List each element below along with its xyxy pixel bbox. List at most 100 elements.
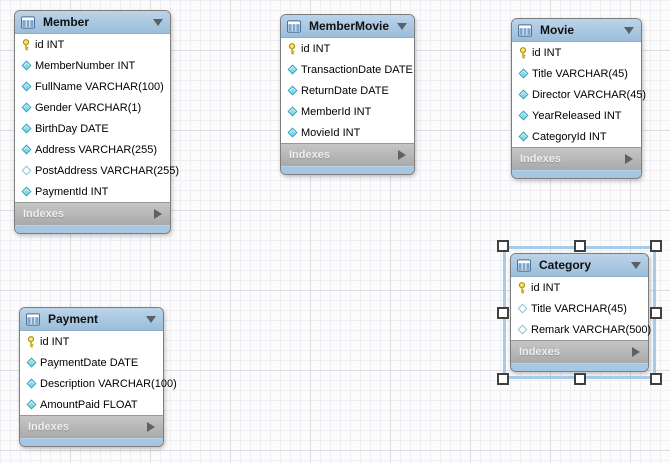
filled-diamond-icon bbox=[19, 60, 33, 71]
column-label: id INT bbox=[532, 46, 562, 59]
table-header[interactable]: Category bbox=[511, 254, 648, 277]
column-row[interactable]: YearReleased INT bbox=[512, 105, 641, 126]
column-row[interactable]: MemberNumber INT bbox=[15, 55, 170, 76]
filled-diamond-icon bbox=[285, 106, 299, 117]
collapse-triangle-icon[interactable] bbox=[146, 315, 156, 323]
expand-arrow-icon[interactable] bbox=[632, 347, 640, 357]
table-member[interactable]: Member id INT MemberNumber INT FullName … bbox=[14, 10, 179, 234]
column-label: Title VARCHAR(45) bbox=[531, 302, 627, 315]
table-header[interactable]: Payment bbox=[20, 308, 163, 331]
collapse-triangle-icon[interactable] bbox=[624, 26, 634, 34]
indexes-row[interactable]: Indexes bbox=[511, 340, 648, 363]
key-icon bbox=[516, 46, 530, 59]
table-bottom-strip bbox=[512, 170, 641, 178]
filled-diamond-icon bbox=[285, 64, 299, 75]
column-list: id INT Title VARCHAR(45) Director VARCHA… bbox=[512, 42, 646, 147]
column-row[interactable]: id INT bbox=[15, 34, 170, 55]
expand-arrow-icon[interactable] bbox=[398, 150, 406, 160]
column-row[interactable]: Description VARCHAR(100) bbox=[20, 373, 177, 394]
selection-handle-sw[interactable] bbox=[497, 373, 509, 385]
column-row[interactable]: Director VARCHAR(45) bbox=[512, 84, 646, 105]
column-row[interactable]: MemberId INT bbox=[281, 101, 414, 122]
column-row[interactable]: PaymentDate DATE bbox=[20, 352, 163, 373]
column-row[interactable]: ReturnDate DATE bbox=[281, 80, 414, 101]
column-label: ReturnDate DATE bbox=[301, 84, 389, 97]
key-icon bbox=[19, 38, 33, 51]
column-label: MovieId INT bbox=[301, 126, 361, 139]
filled-diamond-icon bbox=[285, 85, 299, 96]
indexes-label: Indexes bbox=[289, 149, 330, 161]
column-label: Title VARCHAR(45) bbox=[532, 67, 628, 80]
expand-arrow-icon[interactable] bbox=[625, 154, 633, 164]
column-row[interactable]: id INT bbox=[20, 331, 163, 352]
column-row[interactable]: id INT bbox=[512, 42, 641, 63]
indexes-row[interactable]: Indexes bbox=[15, 202, 170, 225]
table-movie[interactable]: Movie id INT Title VARCHAR(45) Director … bbox=[511, 18, 646, 179]
column-list: id INT Title VARCHAR(45) Remark VARCHAR(… bbox=[511, 277, 652, 340]
table-title: MemberMovie bbox=[309, 19, 390, 33]
column-label: AmountPaid FLOAT bbox=[40, 398, 138, 411]
column-label: YearReleased INT bbox=[532, 109, 622, 122]
selection-handle-ne[interactable] bbox=[650, 240, 662, 252]
column-row[interactable]: id INT bbox=[281, 38, 414, 59]
column-row[interactable]: Title VARCHAR(45) bbox=[511, 298, 648, 319]
column-row[interactable]: PostAddress VARCHAR(255) bbox=[15, 160, 179, 181]
column-label: Gender VARCHAR(1) bbox=[35, 101, 142, 114]
indexes-row[interactable]: Indexes bbox=[20, 415, 163, 438]
column-label: MemberNumber INT bbox=[35, 59, 136, 72]
table-category[interactable]: Category id INT Title VARCHAR(45) Remark… bbox=[510, 253, 652, 372]
column-row[interactable]: id INT bbox=[511, 277, 648, 298]
column-label: id INT bbox=[531, 281, 561, 294]
table-bottom-strip bbox=[15, 225, 170, 233]
filled-diamond-icon bbox=[516, 110, 530, 121]
column-row[interactable]: Title VARCHAR(45) bbox=[512, 63, 641, 84]
table-grid-icon bbox=[518, 23, 532, 37]
column-row[interactable]: Address VARCHAR(255) bbox=[15, 139, 170, 160]
column-label: PaymentDate DATE bbox=[40, 356, 139, 369]
table-header[interactable]: Member bbox=[15, 11, 170, 34]
table-title: Category bbox=[539, 258, 592, 272]
expand-arrow-icon[interactable] bbox=[147, 422, 155, 432]
column-row[interactable]: CategoryId INT bbox=[512, 126, 641, 147]
filled-diamond-icon bbox=[19, 186, 33, 197]
column-list: id INT TransactionDate DATE ReturnDate D… bbox=[281, 38, 414, 143]
selection-handle-e[interactable] bbox=[650, 306, 662, 319]
table-title: Payment bbox=[48, 312, 99, 326]
collapse-triangle-icon[interactable] bbox=[153, 18, 163, 26]
column-label: BirthDay DATE bbox=[35, 122, 109, 135]
table-grid-icon bbox=[21, 15, 35, 29]
indexes-row[interactable]: Indexes bbox=[281, 143, 414, 166]
column-row[interactable]: BirthDay DATE bbox=[15, 118, 170, 139]
column-row[interactable]: MovieId INT bbox=[281, 122, 414, 143]
selection-handle-se[interactable] bbox=[650, 373, 662, 385]
table-payment[interactable]: Payment id INT PaymentDate DATE Descript… bbox=[19, 307, 177, 447]
indexes-label: Indexes bbox=[520, 153, 561, 165]
column-label: Address VARCHAR(255) bbox=[35, 143, 158, 156]
filled-diamond-icon bbox=[19, 102, 33, 113]
column-list: id INT MemberNumber INT FullName VARCHAR… bbox=[15, 34, 179, 202]
selection-handle-n[interactable] bbox=[573, 240, 586, 252]
indexes-label: Indexes bbox=[23, 208, 64, 220]
table-header[interactable]: MemberMovie bbox=[281, 15, 414, 38]
column-row[interactable]: Gender VARCHAR(1) bbox=[15, 97, 170, 118]
table-membermovie[interactable]: MemberMovie id INT TransactionDate DATE … bbox=[280, 14, 415, 175]
column-row[interactable]: Remark VARCHAR(500) bbox=[511, 319, 652, 340]
selection-handle-nw[interactable] bbox=[497, 240, 509, 252]
table-grid-icon bbox=[517, 258, 531, 272]
column-row[interactable]: FullName VARCHAR(100) bbox=[15, 76, 170, 97]
key-icon bbox=[285, 42, 299, 55]
filled-diamond-icon bbox=[24, 378, 38, 389]
expand-arrow-icon[interactable] bbox=[154, 209, 162, 219]
selection-handle-s[interactable] bbox=[573, 373, 586, 385]
indexes-row[interactable]: Indexes bbox=[512, 147, 641, 170]
collapse-triangle-icon[interactable] bbox=[631, 261, 641, 269]
column-row[interactable]: AmountPaid FLOAT bbox=[20, 394, 163, 415]
selection-handle-w[interactable] bbox=[497, 306, 509, 319]
column-row[interactable]: PaymentId INT bbox=[15, 181, 170, 202]
column-label: id INT bbox=[35, 38, 65, 51]
table-header[interactable]: Movie bbox=[512, 19, 641, 42]
column-label: Remark VARCHAR(500) bbox=[531, 323, 652, 336]
collapse-triangle-icon[interactable] bbox=[397, 22, 407, 30]
column-row[interactable]: TransactionDate DATE bbox=[281, 59, 414, 80]
